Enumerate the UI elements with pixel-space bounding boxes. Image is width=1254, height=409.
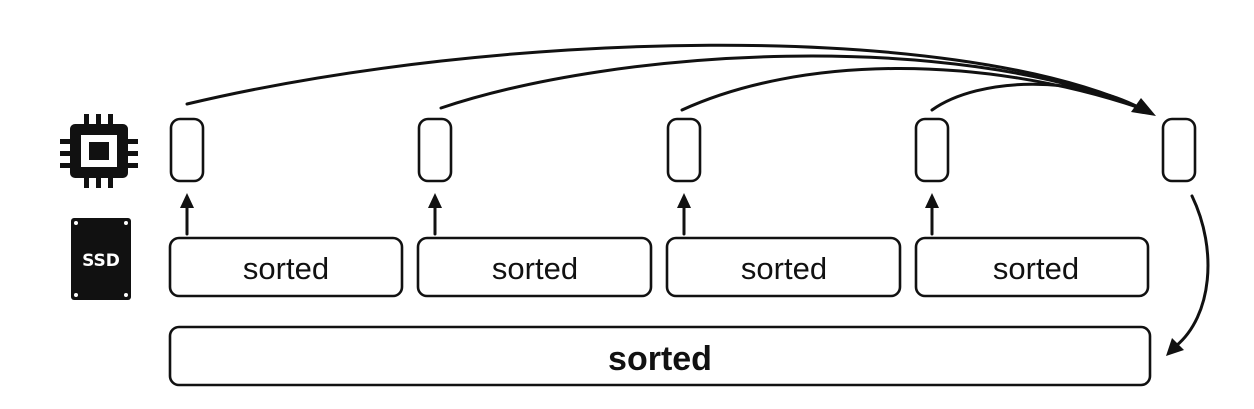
input-buffer-2 (417, 117, 453, 183)
sorted-run-1: sorted (168, 236, 404, 298)
merged-output-label: sorted (608, 340, 712, 378)
input-buffer-3 (666, 117, 702, 183)
input-buffer-4 (914, 117, 950, 183)
write-arrow (1174, 194, 1210, 348)
sorted-run-label: sorted (993, 251, 1079, 286)
ssd-label: SSD (82, 251, 120, 271)
sorted-run-label: sorted (243, 251, 329, 286)
sorted-run-3: sorted (665, 236, 902, 298)
merge-arrow-1 (185, 43, 1142, 110)
merge-arrow-3 (680, 67, 1142, 112)
merged-output: sorted (168, 325, 1152, 387)
cpu-chip-icon (60, 114, 138, 188)
read-arrow-2 (428, 193, 442, 236)
sorted-run-label: sorted (492, 251, 578, 286)
read-arrow-3 (677, 193, 691, 236)
output-buffer (1161, 117, 1197, 183)
sorted-run-label: sorted (741, 251, 827, 286)
input-buffer-1 (169, 117, 205, 183)
sorted-run-4: sorted (914, 236, 1150, 298)
write-arrow-head (1166, 338, 1184, 356)
sorted-run-2: sorted (416, 236, 653, 298)
read-arrow-4 (925, 193, 939, 236)
merge-arrow-4 (930, 82, 1142, 112)
ssd-drive-icon: SSD (71, 218, 131, 300)
read-arrow-1 (180, 193, 194, 236)
merge-arrow-2 (439, 54, 1142, 110)
merge-arrow-head (1131, 98, 1156, 116)
